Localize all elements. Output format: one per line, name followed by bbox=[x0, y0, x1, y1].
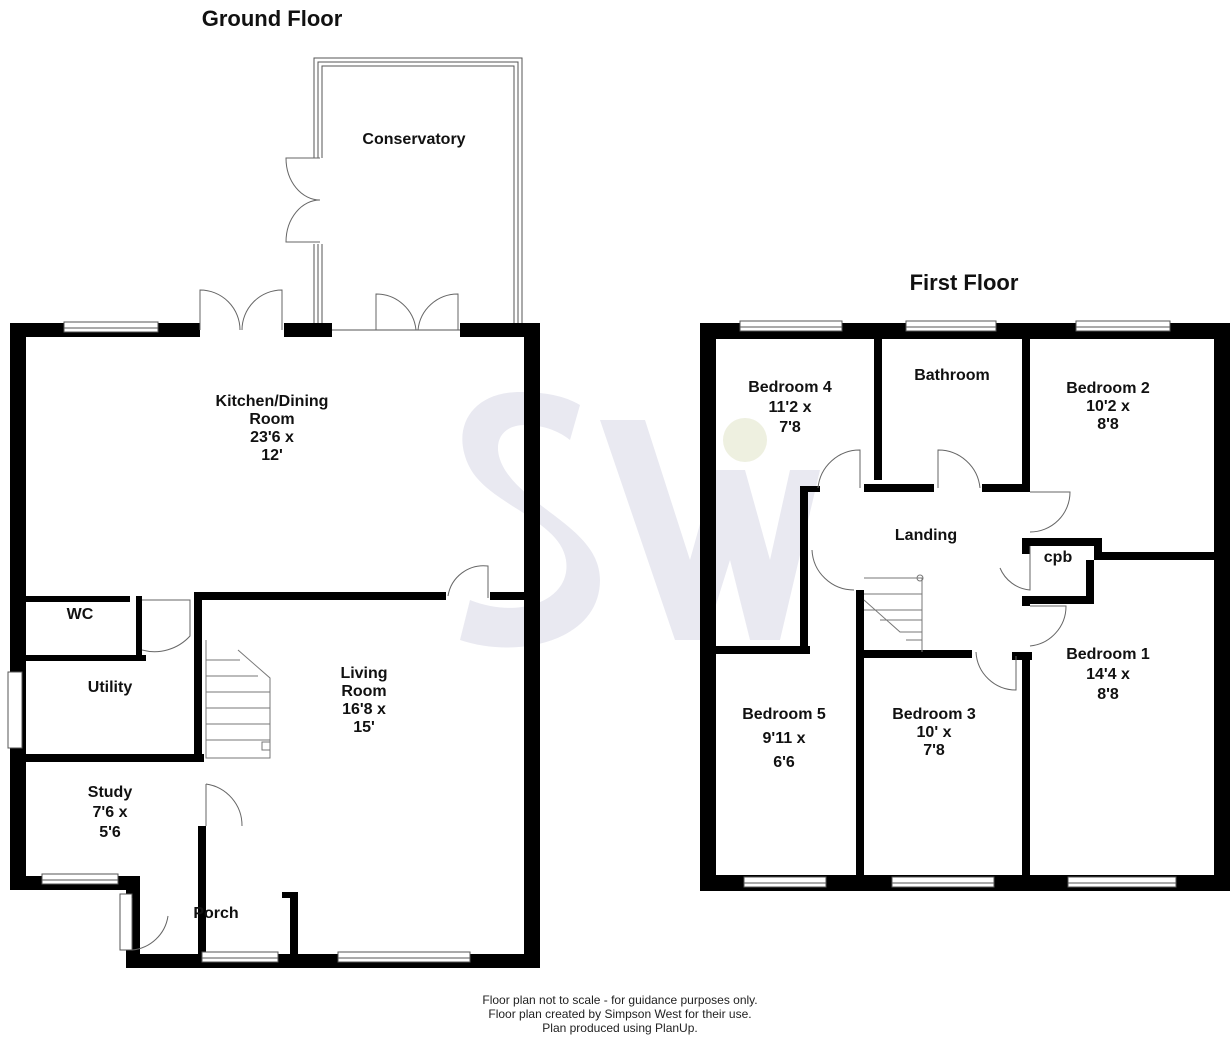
ground-floor-stairs bbox=[205, 640, 271, 759]
room-label-bedroom5-name: Bedroom 5 bbox=[742, 706, 826, 723]
room-label-living-line-3: 15' bbox=[353, 719, 375, 736]
ground-floor-title: Ground Floor bbox=[202, 6, 343, 31]
room-label-study-name: Study bbox=[88, 784, 133, 801]
first-floor-title: First Floor bbox=[910, 270, 1019, 295]
room-label-bedroom2-line-1: 10'2 x bbox=[1086, 398, 1130, 415]
ground-floor-walls bbox=[10, 323, 540, 968]
first-floor-stairs bbox=[863, 574, 924, 652]
room-label-kitchen-line-2: 23'6 x bbox=[250, 429, 294, 446]
room-label-kitchen-line-3: 12' bbox=[261, 447, 283, 464]
ground-floor-doors bbox=[131, 289, 489, 951]
conservatory-frame bbox=[313, 57, 523, 331]
room-label-study-line-1: 7'6 x bbox=[93, 804, 128, 821]
room-label-living-line-1: Room bbox=[341, 683, 386, 700]
room-label-bedroom3-name: Bedroom 3 bbox=[892, 706, 976, 723]
room-label-bedroom5-line-2: 6'6 bbox=[773, 754, 795, 771]
first-floor-doors bbox=[811, 449, 1071, 691]
footer-line-3: Plan produced using PlanUp. bbox=[542, 1021, 698, 1035]
room-label-wc-name: WC bbox=[67, 606, 94, 623]
room-label-kitchen-name: Kitchen/Dining bbox=[216, 393, 329, 410]
floor-titles: Ground Floor First Floor bbox=[202, 6, 1019, 295]
footer-line-2: Floor plan created by Simpson West for t… bbox=[488, 1007, 752, 1021]
first-floor bbox=[700, 320, 1230, 891]
room-label-porch-name: Porch bbox=[193, 905, 238, 922]
room-label-bedroom3-line-1: 10' x bbox=[917, 724, 952, 741]
room-label-living-name: Living bbox=[340, 665, 387, 682]
room-label-bedroom4-line-1: 11'2 x bbox=[769, 399, 812, 416]
room-label-bathroom-name: Bathroom bbox=[914, 367, 990, 384]
room-label-bedroom1-line-2: 8'8 bbox=[1097, 686, 1119, 703]
room-label-utility-name: Utility bbox=[88, 679, 133, 696]
footer-disclaimer: Floor plan not to scale - for guidance p… bbox=[0, 993, 1232, 1035]
watermark-logo bbox=[460, 392, 820, 648]
room-label-landing-name: Landing bbox=[895, 527, 957, 544]
room-label-study-line-2: 5'6 bbox=[99, 824, 121, 841]
room-label-bedroom2-name: Bedroom 2 bbox=[1066, 380, 1150, 397]
footer-line-1: Floor plan not to scale - for guidance p… bbox=[482, 993, 758, 1007]
ground-floor bbox=[7, 57, 540, 968]
room-label-cpb-name: cpb bbox=[1044, 549, 1073, 566]
room-label-bedroom1-name: Bedroom 1 bbox=[1066, 646, 1150, 663]
room-label-conservatory-name: Conservatory bbox=[362, 131, 465, 148]
room-label-kitchen-line-1: Room bbox=[249, 411, 294, 428]
ground-floor-windows bbox=[7, 321, 471, 963]
room-label-bedroom1-line-1: 14'4 x bbox=[1086, 666, 1130, 683]
conservatory-side-door bbox=[285, 157, 321, 243]
room-label-bedroom2-line-2: 8'8 bbox=[1097, 416, 1119, 433]
room-label-bedroom4-name: Bedroom 4 bbox=[748, 379, 832, 396]
room-label-living-line-2: 16'8 x bbox=[342, 701, 386, 718]
room-label-bedroom5-line-1: 9'11 x bbox=[763, 730, 806, 747]
room-label-bedroom4-line-2: 7'8 bbox=[779, 419, 801, 436]
first-floor-windows bbox=[739, 320, 1177, 888]
room-label-bedroom3-line-2: 7'8 bbox=[923, 742, 945, 759]
